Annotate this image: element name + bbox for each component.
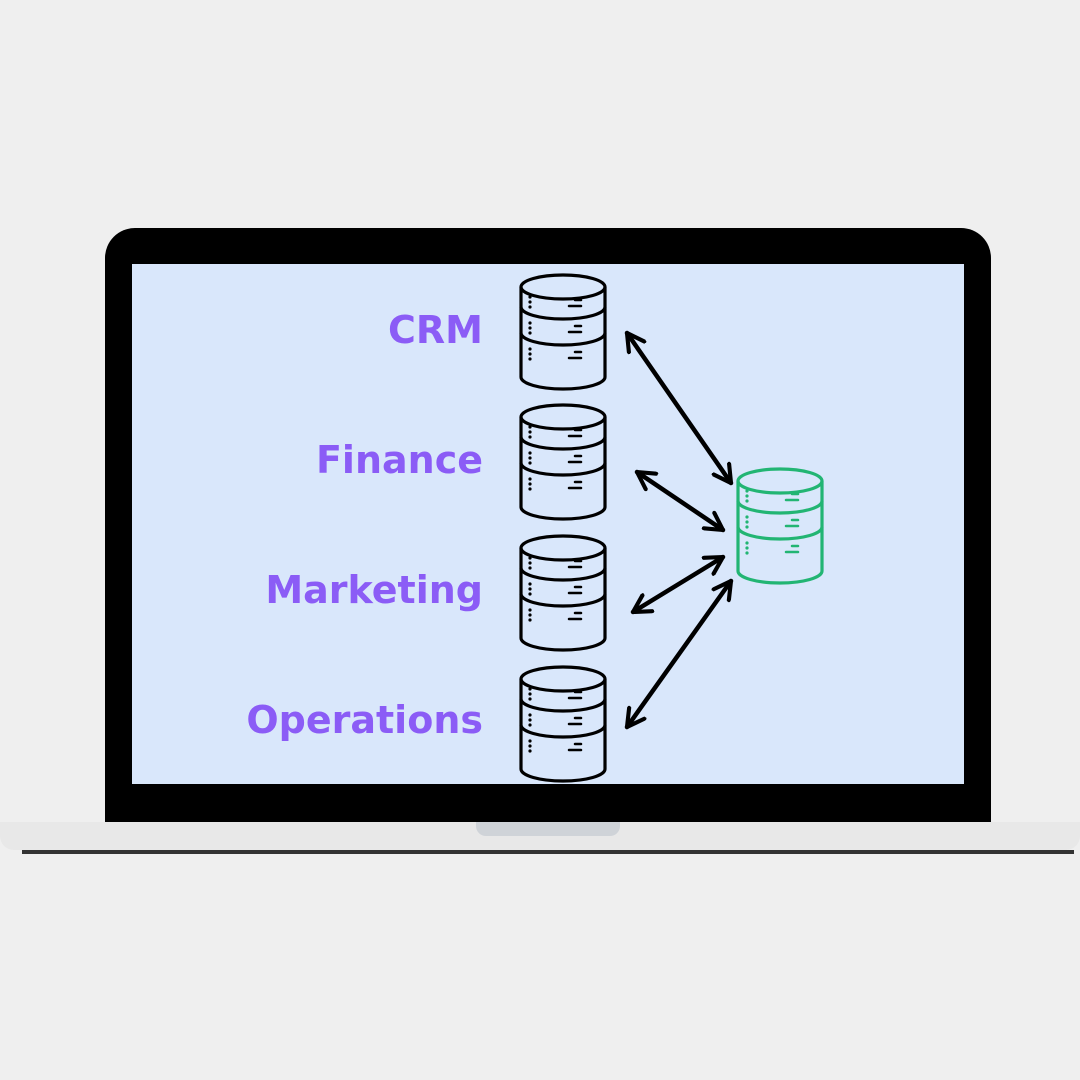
arrow-operations-hub xyxy=(624,578,734,730)
arrow-marketing-hub xyxy=(630,554,726,615)
laptop-notch xyxy=(476,822,620,836)
database-icon-marketing xyxy=(519,534,607,652)
database-icon-operations xyxy=(519,665,607,783)
source-label-marketing: Marketing xyxy=(265,568,483,612)
laptop-screen xyxy=(132,264,964,784)
database-icon-hub xyxy=(736,467,824,585)
database-icon-finance xyxy=(519,403,607,521)
arrow-crm-hub xyxy=(624,330,734,486)
source-label-finance: Finance xyxy=(315,438,483,482)
arrow-finance-hub xyxy=(634,469,726,533)
laptop-edge xyxy=(22,850,1074,854)
database-icon-crm xyxy=(519,273,607,391)
source-label-operations: Operations xyxy=(246,698,483,742)
source-label-crm: CRM xyxy=(388,308,483,352)
